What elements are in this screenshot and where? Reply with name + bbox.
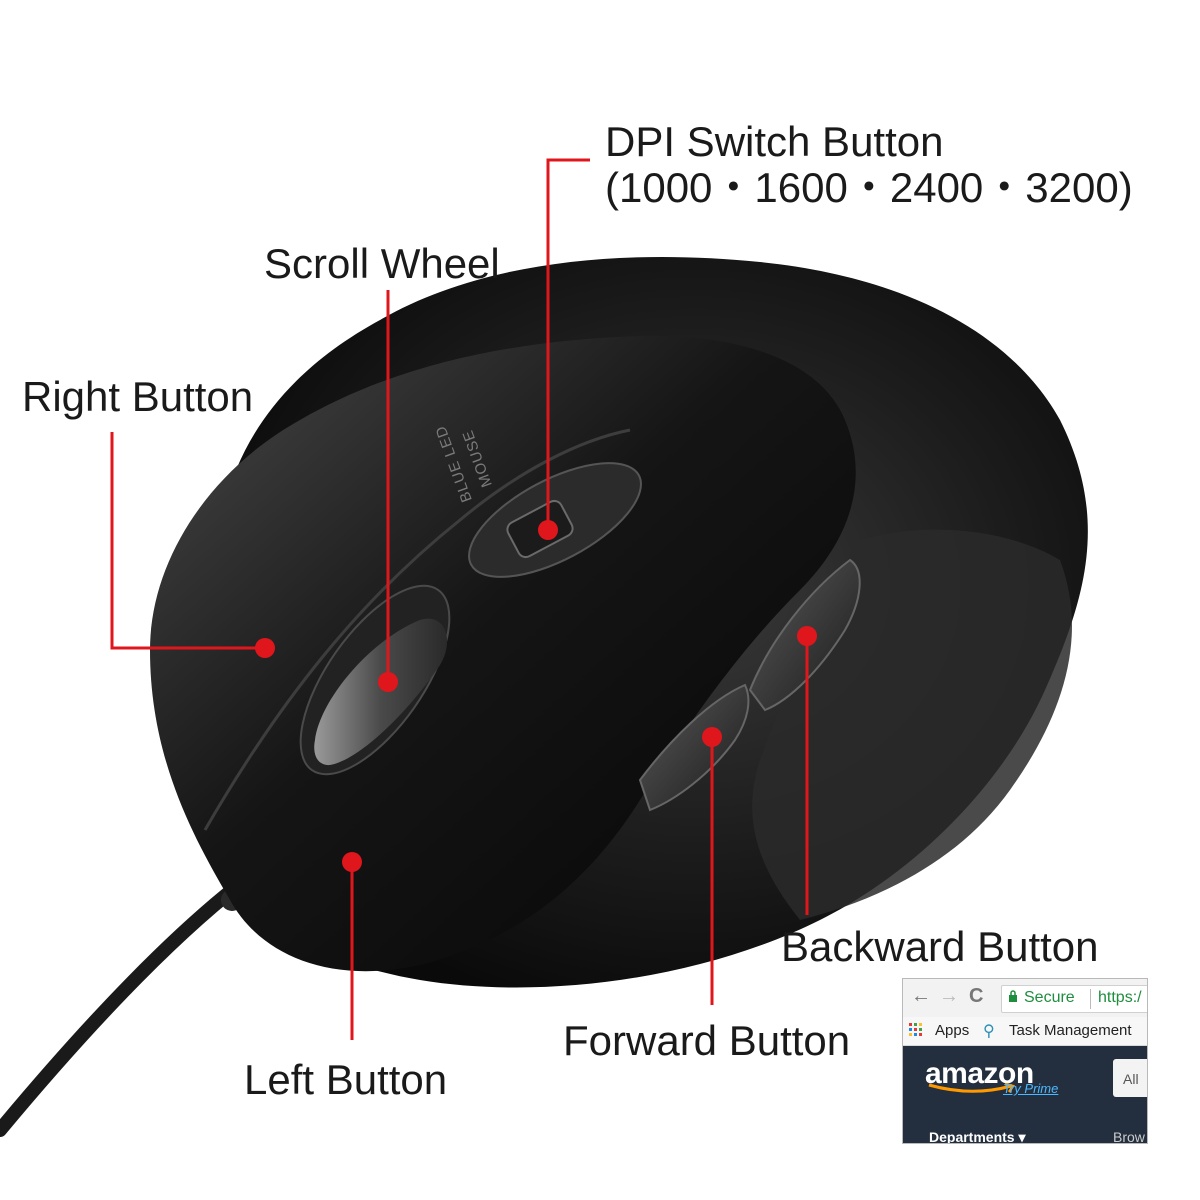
bookmarks-bar xyxy=(903,1017,1147,1046)
apps-grid-icon xyxy=(909,1023,922,1036)
browse-link[interactable]: Brow xyxy=(1113,1129,1145,1144)
forward-dot xyxy=(702,727,722,747)
left-dot xyxy=(342,852,362,872)
reload-icon[interactable]: C xyxy=(969,985,984,1007)
right-button-label: Right Button xyxy=(22,373,254,420)
address-separator xyxy=(1090,989,1091,1009)
amazon-header xyxy=(903,1046,1147,1143)
scroll-dot xyxy=(378,672,398,692)
amazon-smile-icon xyxy=(928,1083,1016,1093)
mouse-cable xyxy=(0,873,252,1137)
forward-icon[interactable]: → xyxy=(939,985,959,1007)
callout-dots xyxy=(255,520,817,872)
browser-thumbnail: ← → C Secure https:/ Apps ⚲ Task Managem… xyxy=(902,978,1148,1144)
right-dot xyxy=(255,638,275,658)
dpi-switch-label: DPI Switch Button xyxy=(605,118,944,165)
try-prime-link[interactable]: Try Prime xyxy=(1003,1081,1059,1096)
scroll-wheel-label: Scroll Wheel xyxy=(264,240,500,287)
forward-button-label: Forward Button xyxy=(563,1017,851,1064)
backward-button-label: Backward Button xyxy=(781,923,1099,970)
task-management-icon: ⚲ xyxy=(983,1023,995,1040)
search-scope-label: All xyxy=(1123,1071,1139,1087)
backward-dot xyxy=(797,626,817,646)
dpi-values-label: (1000・1600・2400・3200) xyxy=(605,164,1133,211)
callouts xyxy=(110,158,809,1040)
back-icon[interactable]: ← xyxy=(911,985,931,1007)
dpi-callout-line xyxy=(546,158,590,530)
forward-button-shape xyxy=(638,683,750,812)
search-scope-dropdown[interactable] xyxy=(1113,1059,1147,1097)
task-management-bookmark[interactable]: Task Management xyxy=(1009,1022,1132,1039)
secure-label: Secure xyxy=(1024,989,1075,1006)
scroll-wheel-shape xyxy=(314,618,448,766)
address-bar[interactable]: Secure https:/ xyxy=(1001,985,1147,1013)
address-url: https:/ xyxy=(1098,989,1142,1006)
right-callout-line xyxy=(110,432,265,650)
departments-menu[interactable]: Departments ▾ xyxy=(929,1129,1026,1144)
left-button-label: Left Button xyxy=(244,1056,448,1103)
apps-bookmark[interactable]: Apps xyxy=(935,1022,970,1039)
dpi-dot xyxy=(538,520,558,540)
amazon-logo[interactable]: amazon xyxy=(925,1057,1034,1090)
button-split xyxy=(203,428,631,831)
lock-icon xyxy=(1009,990,1017,1002)
gloss-top xyxy=(150,335,856,972)
